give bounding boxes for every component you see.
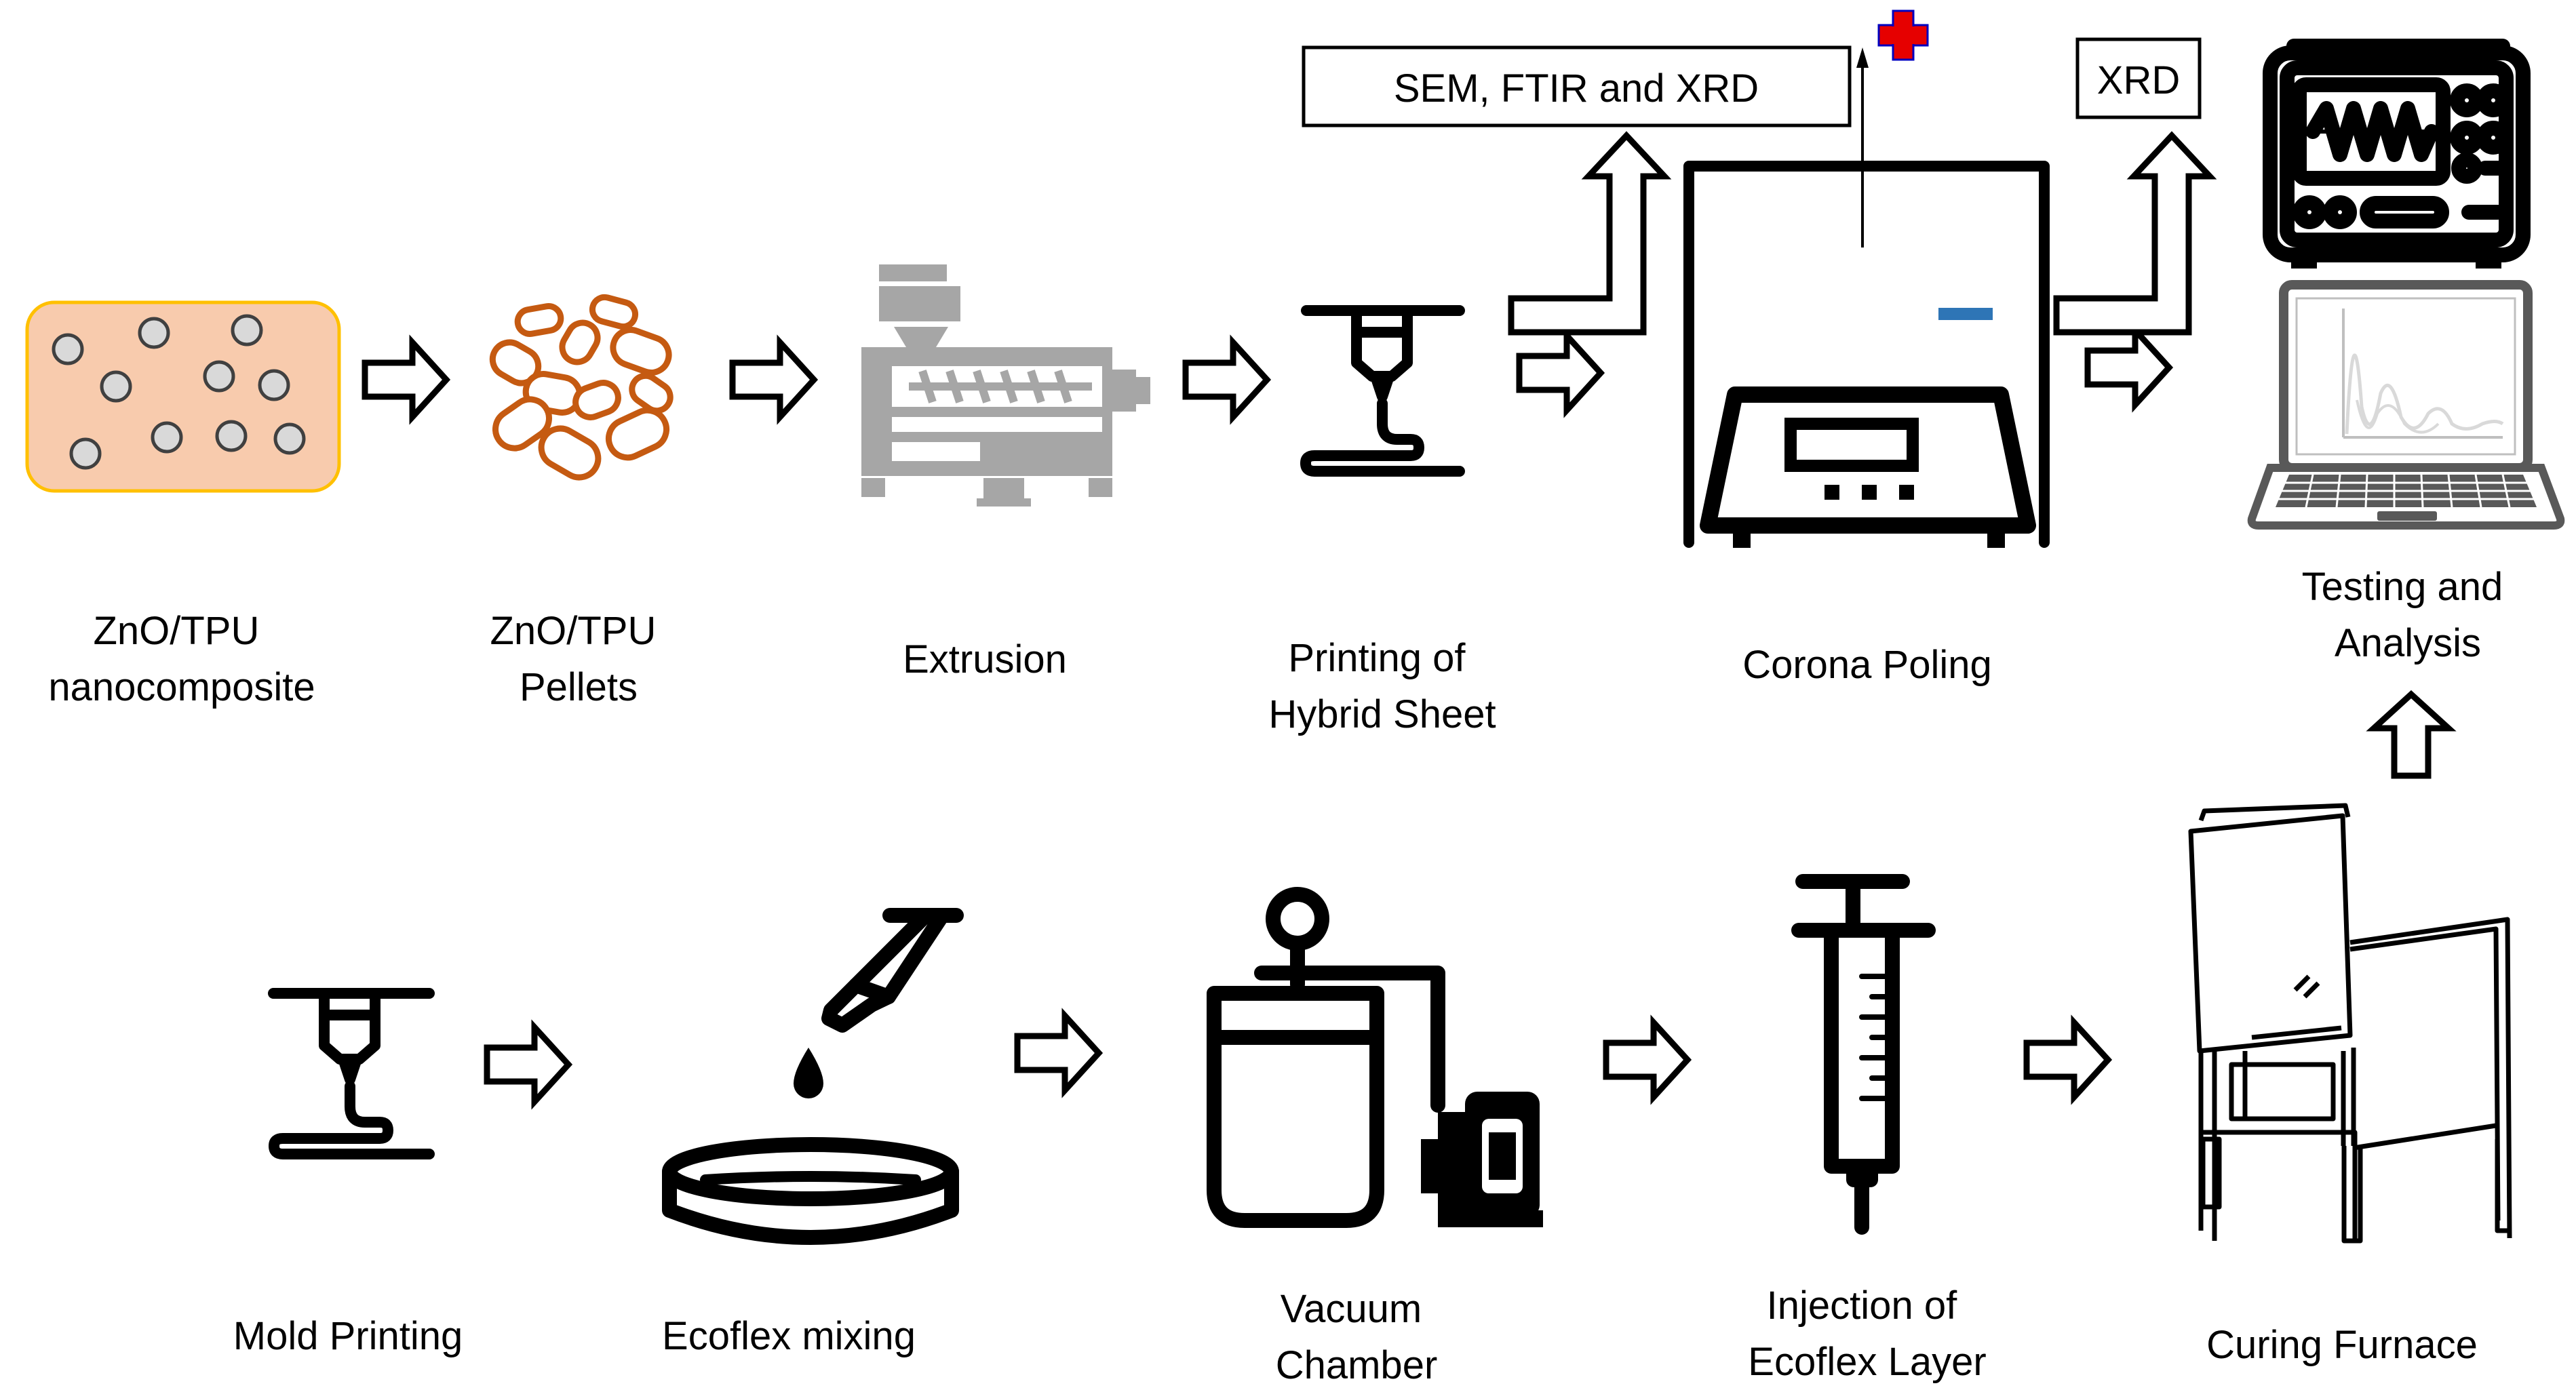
arrow-extrusion-to-printing <box>1186 342 1267 417</box>
arrow-ecoflex-to-vacuum <box>1017 1016 1099 1090</box>
matrix-block <box>25 300 341 493</box>
vacuum-chamber-icon <box>1207 887 1543 1228</box>
label-testing: Testing and Analysis <box>2302 565 2514 665</box>
arrow-vacuum-to-injection <box>1606 1022 1687 1097</box>
arrow-pellets-to-extrusion <box>733 342 814 417</box>
furnace-icon <box>2188 803 2512 1244</box>
3d-printer-nozzle-icon <box>268 988 435 1159</box>
sem-ftir-xrd-box <box>1302 45 1852 127</box>
nanocomposite-icon <box>25 300 341 493</box>
pellets-icon <box>489 294 674 481</box>
pipette-dish-icon <box>662 908 964 1245</box>
corona-poling-chamber-icon <box>1683 47 2050 548</box>
label-extrusion: Extrusion <box>903 637 1067 681</box>
syringe-icon <box>1791 874 1936 1235</box>
label-curing: Curing Furnace <box>2206 1323 2478 1367</box>
arrow-corona-to-testing <box>2088 330 2169 405</box>
arrow-corona-to-xrd <box>2056 136 2210 332</box>
arrow-nanocomposite-to-pellets <box>365 342 446 417</box>
extruder-icon <box>861 264 1150 507</box>
arrow-printing-to-sem <box>1511 136 1664 332</box>
plus-icon <box>1877 9 1929 61</box>
sem-ftir-xrd-label: SEM, FTIR and XRD <box>1394 66 1759 111</box>
label-pellets: ZnO/TPU Pellets <box>490 609 667 709</box>
label-injection: Injection of Ecoflex Layer <box>1748 1284 1986 1384</box>
label-printing: Printing of Hybrid Sheet <box>1268 636 1496 736</box>
laptop-icon <box>2247 280 2565 530</box>
3d-printer-nozzle-icon <box>1300 305 1465 477</box>
arrow-injection-to-curing <box>2027 1022 2108 1097</box>
arrow-curing-to-testing <box>2374 694 2448 776</box>
label-corona: Corona Poling <box>1742 643 1992 687</box>
nanoparticles <box>52 314 306 470</box>
xrd-box <box>2075 37 2202 119</box>
xrd-label: XRD <box>2097 58 2180 102</box>
label-ecoflex: Ecoflex mixing <box>662 1314 916 1358</box>
arrow-printing-to-corona <box>1519 336 1601 410</box>
label-nanocomposite: ZnO/TPU nanocomposite <box>48 609 315 709</box>
label-vacuum: Vacuum Chamber <box>1276 1287 1438 1387</box>
label-mold: Mold Printing <box>233 1314 463 1358</box>
oscilloscope-icon <box>2263 39 2531 269</box>
minus-icon <box>1938 308 1993 320</box>
arrow-mold-to-ecoflex <box>487 1027 568 1102</box>
